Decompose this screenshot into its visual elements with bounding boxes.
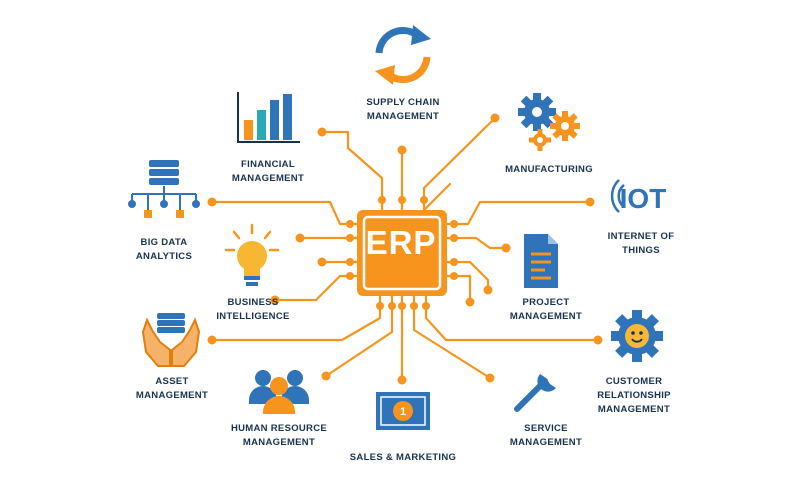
label-hr: HUMAN RESOURCE MANAGEMENT <box>230 423 328 448</box>
label-supply-chain: SUPPLY CHAIN MANAGEMENT <box>366 97 440 122</box>
wrench-icon <box>514 374 556 412</box>
banknote-icon: 1 <box>376 392 430 430</box>
label-asset: ASSET MANAGEMENT <box>135 376 209 401</box>
banknote-icon-text: 1 <box>400 406 406 418</box>
label-financial: FINANCIAL MANAGEMENT <box>231 159 305 184</box>
document-icon <box>524 234 558 288</box>
connector-dots <box>207 113 603 385</box>
connector-manuf <box>422 182 452 212</box>
connector-project <box>442 236 508 250</box>
bar-chart-icon <box>237 92 300 143</box>
label-project: PROJECT MANAGEMENT <box>509 297 583 322</box>
label-iot: INTERNET OF THINGS <box>607 231 675 256</box>
supply-chain-icon <box>375 25 431 85</box>
connector-big-data <box>210 200 362 226</box>
connector-iot <box>442 200 592 226</box>
connector-right-low <box>442 274 472 304</box>
hands-coins-icon <box>141 313 201 367</box>
erp-chip <box>357 210 447 296</box>
iot-icon: IOT <box>610 179 667 214</box>
label-business-intelligence: BUSINESS INTELLIGENCE <box>216 297 290 322</box>
database-hierarchy-icon <box>128 160 200 218</box>
light-bulb-icon <box>224 223 280 286</box>
customer-gear-icon <box>611 310 663 362</box>
label-crm: CUSTOMER RELATIONSHIP MANAGEMENT <box>597 376 671 415</box>
label-sales: SALES & MARKETING <box>349 452 457 463</box>
label-manufacturing: MANUFACTURING <box>505 164 593 175</box>
label-service: SERVICE MANAGEMENT <box>509 423 583 448</box>
gears-icon <box>518 93 580 151</box>
erp-label: ERP <box>365 224 437 261</box>
connector-top-right <box>422 116 497 212</box>
iot-icon-text: IOT <box>620 183 667 214</box>
connector-top-left <box>320 130 384 212</box>
people-icon <box>249 370 309 414</box>
label-big-data: BIG DATA ANALYTICS <box>135 237 193 262</box>
